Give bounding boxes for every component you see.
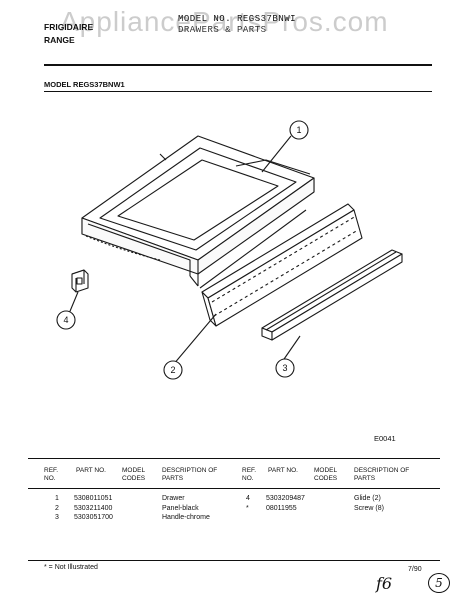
row-1-ref: 1	[55, 495, 59, 502]
panel-illustration	[201, 203, 363, 327]
col-header-ref-right: REF. NO.	[242, 467, 257, 482]
row-4-ref: 4	[246, 495, 250, 502]
leader-line-3	[281, 335, 301, 363]
section-rule	[44, 91, 432, 92]
diagram-id: E0041	[374, 434, 396, 443]
header-rule	[44, 64, 432, 66]
row-2-desc: Panel-black	[162, 504, 199, 512]
header-subtitle: DRAWERS & PARTS	[178, 25, 267, 35]
row-2-ref: 2	[55, 504, 59, 512]
not-illustrated-note: * = Not Illustrated	[44, 564, 98, 571]
callout-1: 1	[296, 125, 301, 135]
row-2-part: 5303211400	[74, 504, 113, 512]
col-header-desc-right: DESCRIPTION OF PARTS	[354, 467, 410, 482]
row-5-ref: *	[246, 504, 249, 512]
row-4-desc: Glide (2)	[354, 495, 381, 502]
row-3-desc: Handle-chrome	[162, 514, 210, 521]
row-4-part: 5303209487	[266, 495, 305, 502]
model-number-header: MODEL NO. REGS37BNWI	[178, 14, 297, 24]
row-5-desc: Screw (8)	[354, 504, 384, 512]
callout-3-circle	[275, 358, 295, 378]
category-line-2: RANGE	[44, 35, 75, 45]
handwritten-circled-number: 5	[428, 573, 450, 593]
handle-illustration	[261, 249, 403, 341]
col-header-part-right: PART NO.	[268, 467, 298, 474]
callout-4: 4	[63, 315, 68, 325]
callout-1-circle	[289, 120, 309, 140]
handwritten-mark: f6	[376, 574, 393, 593]
category-label: FRIGIDAIRE RANGE	[44, 21, 93, 47]
row-1-part: 5308011051	[74, 495, 113, 502]
table-header-rule	[28, 488, 440, 489]
col-header-part: PART NO.	[76, 467, 106, 474]
callout-2: 2	[170, 365, 175, 375]
callout-2-circle	[163, 360, 183, 380]
footer-rule	[28, 560, 440, 561]
col-header-ref: REF. NO.	[44, 467, 59, 482]
section-title: MODEL REGS37BNW1	[44, 80, 125, 89]
leader-line-1	[261, 135, 292, 173]
callout-3: 3	[282, 363, 287, 373]
drawer-illustration	[81, 135, 315, 289]
revision-date: 7/90	[408, 566, 422, 573]
col-header-codes: MODEL CODES	[122, 467, 146, 482]
category-line-1: FRIGIDAIRE	[44, 22, 94, 32]
watermark: AppliancePartsPros.com	[60, 6, 389, 37]
row-3-part: 5303051700	[74, 514, 113, 521]
leader-line-2	[172, 313, 217, 366]
col-header-desc: DESCRIPTION OF PARTS	[162, 467, 218, 482]
table-top-rule	[28, 458, 440, 459]
row-5-part: 08011955	[266, 504, 297, 512]
row-3-ref: 3	[55, 514, 59, 521]
row-1-desc: Drawer	[162, 495, 185, 502]
col-header-codes-right: MODEL CODES	[314, 467, 338, 482]
glide-illustration	[71, 269, 89, 293]
callout-4-circle	[56, 310, 76, 330]
parts-diagram: 1 2 3 4	[56, 120, 403, 380]
